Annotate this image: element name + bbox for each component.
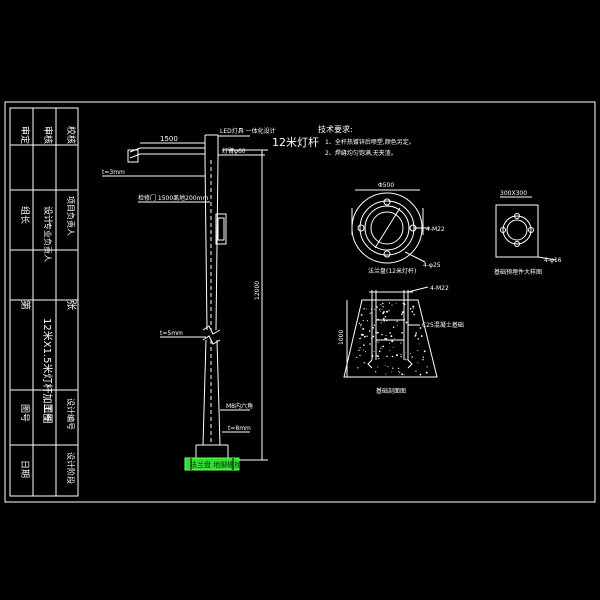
base-plate-highlight <box>184 457 240 471</box>
tb-project-lead: 项目负责人 <box>66 196 76 236</box>
tb-jiaohe: 校核 <box>65 126 77 144</box>
tb-shending: 审定 <box>19 126 31 144</box>
flange-hole-note: 4-φ25 <box>423 262 441 269</box>
tb-discipline-lead: 专业负责人 <box>43 222 53 262</box>
tb-design-no: 设计编号 <box>66 398 76 430</box>
tb-design-stage: 设计阶段 <box>66 452 76 484</box>
pole-label-top: 12米灯杆 <box>272 135 319 149</box>
tb-gongchengmingcheng: 图号 <box>42 404 53 422</box>
foundation-section <box>343 286 438 378</box>
tb-zuzhang: 组长 <box>19 206 31 224</box>
notes-title: 技术要求: <box>318 124 353 134</box>
title-block <box>9 107 79 497</box>
tb-sheji: 设计 <box>42 206 54 224</box>
note-bolt: M8内六角 <box>226 402 253 410</box>
tb-shenhe: 审核 <box>42 126 54 144</box>
tb-drawing-title: 12米X1.5米灯杆加工图 <box>41 318 54 423</box>
notes-line-2: 2、焊缝均匀饱满,无夹渣。 <box>325 149 397 157</box>
note-door: 检修门 1500离地200mm <box>138 194 208 202</box>
embedded-plate <box>495 196 557 261</box>
flange-bolt-note: 4-M22 <box>426 226 445 233</box>
foundation-depth: 1000 <box>338 330 345 345</box>
foundation-rebar-label: C25混凝土基础 <box>422 321 464 329</box>
wall-thickness-top: t=3mm <box>102 169 125 176</box>
small-flange-caption: 基础预埋件大样图 <box>494 268 542 276</box>
height-dim: 12000 <box>254 281 261 300</box>
tb-label-b: 张 <box>65 300 77 310</box>
foundation-bolt-label: 4-M22 <box>430 285 449 292</box>
tb-label-a: 第 <box>19 300 32 310</box>
flange-plan <box>351 189 430 264</box>
small-flange-dim: 300X300 <box>500 190 527 197</box>
note-lamp: LED灯具 一体化设计 <box>220 127 276 135</box>
small-flange-note: 4-φ16 <box>544 257 562 264</box>
flange-dim: Φ500 <box>378 182 394 189</box>
flange-caption: 法兰盘(12米灯杆) <box>368 267 416 275</box>
outer-frame <box>4 101 596 503</box>
tb-tuhao: 图号 <box>19 404 30 422</box>
concrete-hatch <box>356 302 428 376</box>
tb-riqi: 日期 <box>19 460 30 478</box>
wall-thickness-mid: t=5mm <box>160 330 183 337</box>
base-thickness: t=8mm <box>228 425 251 432</box>
base-label: 法兰盘 地脚螺栓 <box>190 460 241 469</box>
foundation-caption: 基础剖面图 <box>376 387 406 395</box>
pole-elevation <box>102 134 268 461</box>
note-arm: 灯臂φ60 <box>222 147 246 155</box>
arm-length: 1500 <box>160 135 178 143</box>
notes-line-1: 1、全杆热镀锌后喷塑,颜色另定。 <box>325 138 415 146</box>
